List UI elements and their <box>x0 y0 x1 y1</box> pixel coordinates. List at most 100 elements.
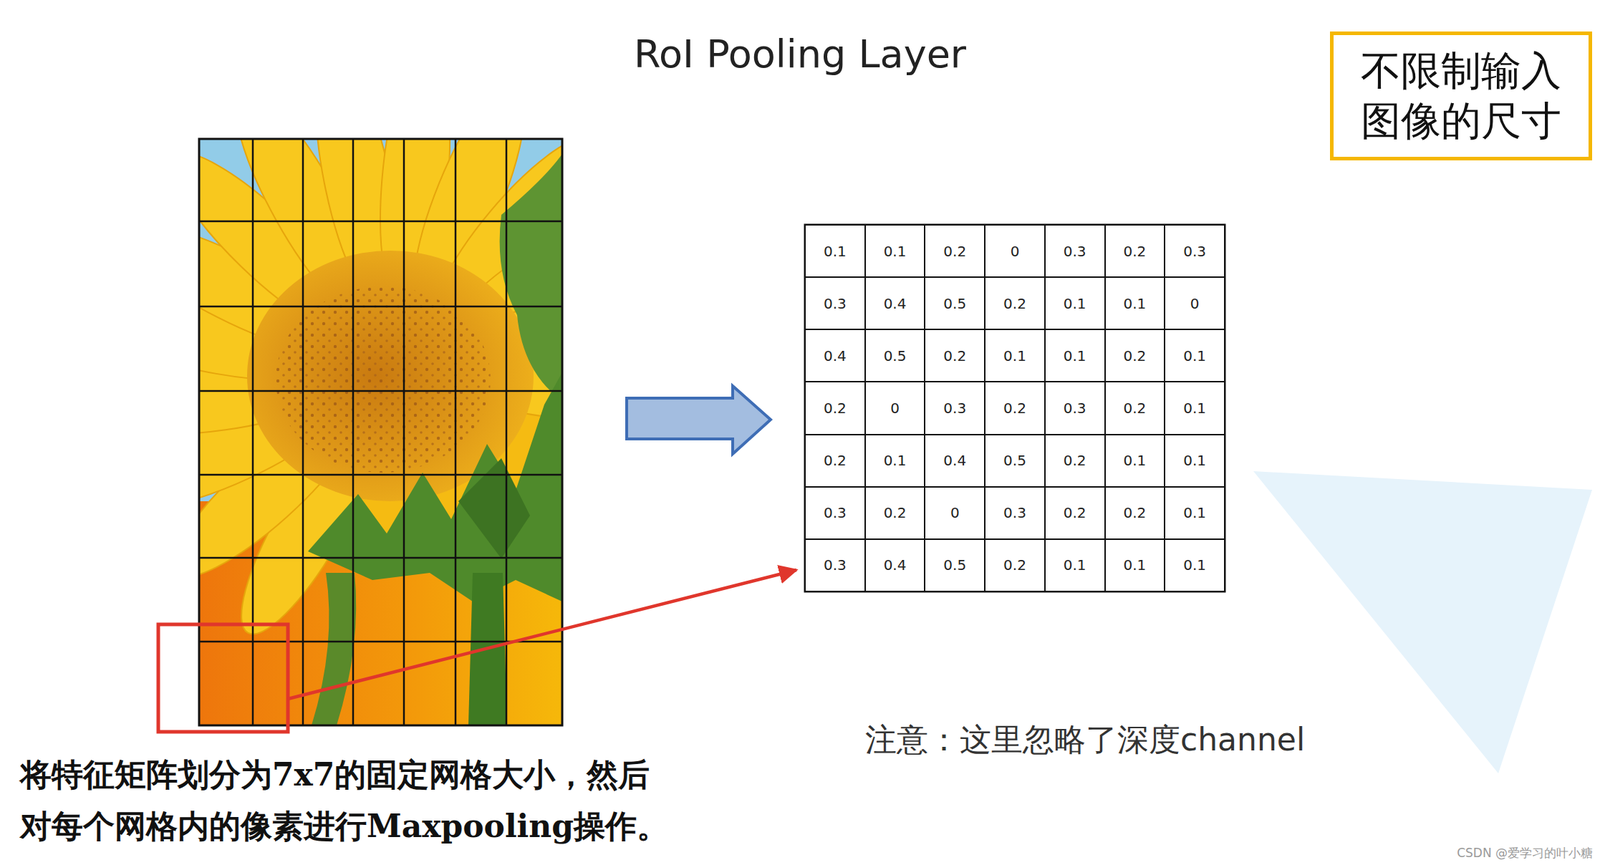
table-cell: 0.2 <box>924 224 985 278</box>
table-cell: 0.1 <box>1105 539 1166 592</box>
watermark: CSDN @爱学习的叶小糖 <box>1313 845 1593 862</box>
cell-value: 0.2 <box>1123 399 1147 417</box>
table-cell: 0.1 <box>1105 277 1166 330</box>
cell-value: 0.2 <box>1003 399 1027 417</box>
table-cell: 0 <box>984 224 1045 278</box>
sepals <box>307 372 563 602</box>
table-cell: 0.3 <box>805 487 866 540</box>
cell-value: 0.4 <box>883 556 907 574</box>
cell-value: 0.4 <box>823 347 847 365</box>
cell-value: 0.1 <box>1183 347 1207 365</box>
cell-value: 0 <box>1190 295 1200 313</box>
sunflower-image <box>199 138 563 726</box>
table-cell: 0.3 <box>984 487 1045 540</box>
image-border <box>199 138 563 726</box>
table-cell: 0.1 <box>1044 329 1106 382</box>
table-cell: 0.3 <box>924 381 985 435</box>
cell-value: 0.1 <box>823 242 847 260</box>
cell-value: 0.2 <box>1123 242 1147 260</box>
table-cell: 0.3 <box>1164 224 1225 278</box>
table-cell: 0.1 <box>1164 381 1225 435</box>
table-cell: 0.2 <box>865 487 926 540</box>
seed-texture <box>275 286 491 473</box>
cell-value: 0.2 <box>1063 451 1087 470</box>
cell-value: 0.3 <box>823 556 847 574</box>
caption-holder: 将特征矩阵划分为7x7的固定网格大小，然后 对每个网格内的像素进行Maxpool… <box>20 749 678 853</box>
cell-value: 0.4 <box>943 451 967 470</box>
table-cell: 0.2 <box>1105 224 1166 278</box>
cell-value: 0.3 <box>1003 504 1027 522</box>
watermark-holder: CSDN @爱学习的叶小糖 <box>1313 845 1593 862</box>
cell-value: 0 <box>950 504 960 522</box>
cell-value: 0.2 <box>1123 504 1147 522</box>
cell-value: 0.1 <box>1063 295 1087 313</box>
table-cell: 0.1 <box>805 224 866 278</box>
stem-left <box>311 572 356 726</box>
cell-value: 0.2 <box>943 242 967 260</box>
table-cell: 0.1 <box>865 434 926 488</box>
table-cell: 0.2 <box>984 277 1045 330</box>
block-arrow <box>626 386 771 455</box>
cell-value: 0.1 <box>1123 451 1147 470</box>
table-cell: 0.2 <box>1044 434 1106 488</box>
sepal-shade <box>458 458 530 559</box>
table-cell: 0.1 <box>984 329 1045 382</box>
table-cell: 0.2 <box>1044 487 1106 540</box>
table-cell: 0.2 <box>984 539 1045 592</box>
table-cell: 0.1 <box>865 224 926 278</box>
cell-value: 0.1 <box>1183 451 1207 470</box>
cell-value: 0.3 <box>943 399 967 417</box>
cell-value: 0.3 <box>823 504 847 522</box>
highlight-box <box>158 624 288 732</box>
cell-value: 0.1 <box>883 451 907 470</box>
table-cell: 0.5 <box>924 539 985 592</box>
table-cell: 0.4 <box>865 277 926 330</box>
table-cell: 0 <box>865 381 926 435</box>
cell-value: 0.2 <box>1003 295 1027 313</box>
cell-value: 0.2 <box>1003 556 1027 574</box>
note-text: 注意：这里忽略了深度channel <box>865 719 1439 762</box>
cell-value: 0.2 <box>883 504 907 522</box>
cell-value: 0.3 <box>1063 399 1087 417</box>
table-cell: 0.3 <box>805 277 866 330</box>
table-cell: 0.1 <box>1164 487 1225 540</box>
cell-value: 0.5 <box>943 556 967 574</box>
leader-arrow <box>287 570 797 700</box>
table-cell: 0.1 <box>1044 277 1106 330</box>
cell-value: 0.1 <box>1003 347 1027 365</box>
table-cell: 0.4 <box>924 434 985 488</box>
table-cell: 0.1 <box>1164 434 1225 488</box>
cell-value: 0.3 <box>1063 242 1087 260</box>
table-cell: 0.1 <box>1164 329 1225 382</box>
table-cell: 0.2 <box>984 381 1045 435</box>
cell-value: 0.1 <box>1183 504 1207 522</box>
table-cell: 0 <box>924 487 985 540</box>
image-grid <box>199 138 563 726</box>
table-cell: 0.1 <box>1105 434 1166 488</box>
box-text: 不限制输入 图像的尺寸 <box>1352 45 1570 147</box>
cell-value: 0.1 <box>883 242 907 260</box>
table-cell: 0.2 <box>1105 381 1166 435</box>
cell-value: 0.5 <box>943 295 967 313</box>
cell-value: 0.1 <box>1183 399 1207 417</box>
table-cell: 0.5 <box>924 277 985 330</box>
cell-value: 0.1 <box>1063 556 1087 574</box>
cell-value: 0 <box>1010 242 1020 260</box>
right-leaf <box>499 153 563 402</box>
cell-value: 0.1 <box>1063 347 1087 365</box>
table-cell: 0.2 <box>924 329 985 382</box>
cell-value: 0.2 <box>823 399 847 417</box>
table-cell: 0.3 <box>1044 381 1106 435</box>
table-cell: 0.2 <box>1105 487 1166 540</box>
cell-value: 0.2 <box>823 451 847 470</box>
cell-value: 0.1 <box>1123 295 1147 313</box>
table-cell: 0.5 <box>984 434 1045 488</box>
cell-value: 0.5 <box>1003 451 1027 470</box>
cell-value: 0.1 <box>1123 556 1147 574</box>
cell-value: 0.3 <box>1183 242 1207 260</box>
table-cell: 0.1 <box>1164 539 1225 592</box>
table-cell: 0.1 <box>1044 539 1106 592</box>
note-box: 不限制输入 图像的尺寸 <box>1329 31 1593 161</box>
table-cell: 0 <box>1164 277 1225 330</box>
cell-value: 0.3 <box>823 295 847 313</box>
